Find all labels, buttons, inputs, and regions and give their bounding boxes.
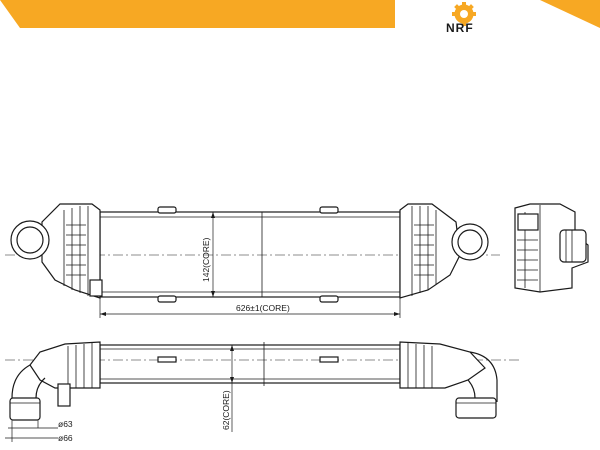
core-height-label: 142(CORE) [201,237,211,282]
left-tank [41,203,103,299]
outlet-diameter-outer-label: ø66 [58,433,73,443]
end-view-bracket [517,213,539,231]
right-tank [399,203,461,299]
brand-logo: NRF [446,2,476,35]
mount-lug [157,206,177,214]
front-left-bracket [57,383,71,407]
header-band-left [0,0,395,28]
outlet-diameter-inner-label: ø63 [58,419,73,429]
gear-icon [452,2,476,26]
front-view: 62(CORE) ø63 ø66 [5,341,520,443]
mount-lug [319,295,339,303]
right-outlet-port [451,223,489,261]
front-mount-slot [319,356,339,363]
core-outline [99,211,401,298]
end-view [514,203,589,293]
core-width-dimension: 626±1(CORE) [99,298,401,318]
front-mount-slot [157,356,177,363]
end-view-outlet-pipe [559,229,587,263]
outlet-diameter-dimensions: ø63 ø66 [5,419,73,443]
front-right-tank [399,341,498,419]
mount-lug [157,295,177,303]
mount-lug [319,206,339,214]
left-inlet-port [10,220,50,260]
brand-logo-text: NRF [446,21,474,35]
front-left-outlet-pipe [9,397,41,421]
core-depth-label: 62(CORE) [221,390,231,430]
front-right-outlet-pipe [455,397,497,419]
core-width-label: 626±1(CORE) [236,303,290,313]
front-left-tank [9,341,101,421]
core-depth-dimension: 62(CORE) [221,345,234,432]
core-height-dimension: 142(CORE) [201,212,215,297]
left-bracket [89,279,103,297]
front-core-outline [99,344,401,384]
top-view: 142(CORE) 626±1(CORE) [5,203,500,318]
header-band-right [540,0,600,28]
